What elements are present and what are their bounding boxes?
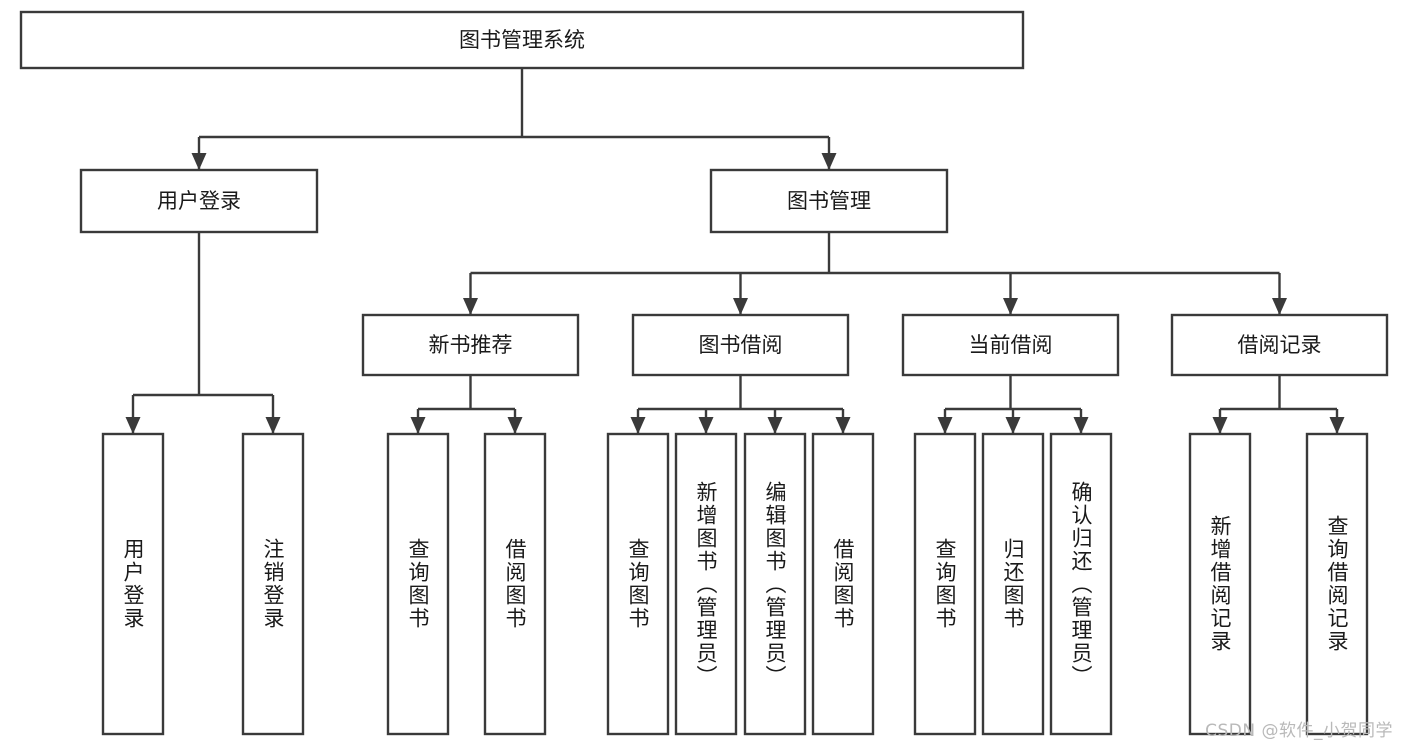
node-leaf-0[interactable] xyxy=(101,432,165,736)
edge-l3-2-arrow-1 xyxy=(1005,417,1021,434)
edge-mgmt-arrow-2 xyxy=(1003,298,1018,315)
edge-login-arrow-0 xyxy=(125,417,141,434)
edge-l3-0-arrow-1 xyxy=(507,417,523,434)
edge-l3-3-arrow-1 xyxy=(1329,417,1345,434)
node-l2-0[interactable] xyxy=(79,168,319,234)
edge-l3-2-arrow-0 xyxy=(937,417,953,434)
edge-mgmt-arrow-0 xyxy=(463,298,478,315)
node-l2-0-label: 用户登录 xyxy=(157,189,241,213)
node-leaf-4[interactable] xyxy=(606,432,670,736)
watermark-text: CSDN @软件_小贺同学 xyxy=(1205,721,1393,741)
connector-lines-layer xyxy=(125,68,1345,434)
node-l3-1-label: 图书借阅 xyxy=(699,333,783,357)
node-leaf-10[interactable] xyxy=(1049,432,1113,736)
edge-mgmt-arrow-3 xyxy=(1272,298,1287,315)
node-l2-1-label: 图书管理 xyxy=(787,189,871,213)
node-leaf-1[interactable] xyxy=(241,432,305,736)
node-leaf-6[interactable] xyxy=(743,432,807,736)
node-l3-1[interactable] xyxy=(631,313,850,377)
node-leaf-7[interactable] xyxy=(811,432,875,736)
node-l3-3[interactable] xyxy=(1170,313,1389,377)
node-root-图书管理系统[interactable] xyxy=(19,10,1025,70)
node-l3-0-label: 新书推荐 xyxy=(429,333,513,357)
node-root-图书管理系统-label: 图书管理系统 xyxy=(459,28,585,52)
node-l3-0[interactable] xyxy=(361,313,580,377)
edge-root-arrow-1 xyxy=(821,153,837,170)
edge-l3-1-arrow-2 xyxy=(767,417,783,434)
edge-l3-1-arrow-3 xyxy=(835,417,851,434)
edge-mgmt-arrow-1 xyxy=(733,298,748,315)
edge-root-arrow-0 xyxy=(191,153,207,170)
node-leaf-5[interactable] xyxy=(674,432,738,736)
node-l3-3-label: 借阅记录 xyxy=(1238,333,1322,357)
node-leaf-8[interactable] xyxy=(913,432,977,736)
node-l3-2[interactable] xyxy=(901,313,1120,377)
node-leaf-2[interactable] xyxy=(386,432,450,736)
node-leaf-12[interactable] xyxy=(1305,432,1369,736)
edge-login-arrow-1 xyxy=(265,417,281,434)
edge-l3-2-arrow-2 xyxy=(1073,417,1089,434)
edge-l3-0-arrow-0 xyxy=(410,417,426,434)
node-l2-1[interactable] xyxy=(709,168,949,234)
node-leaf-9[interactable] xyxy=(981,432,1045,736)
edge-l3-1-arrow-0 xyxy=(630,417,646,434)
node-leaf-11[interactable] xyxy=(1188,432,1252,736)
node-leaf-3[interactable] xyxy=(483,432,547,736)
edge-l3-3-arrow-0 xyxy=(1212,417,1228,434)
node-l3-2-label: 当前借阅 xyxy=(969,333,1053,357)
edge-l3-1-arrow-1 xyxy=(698,417,714,434)
